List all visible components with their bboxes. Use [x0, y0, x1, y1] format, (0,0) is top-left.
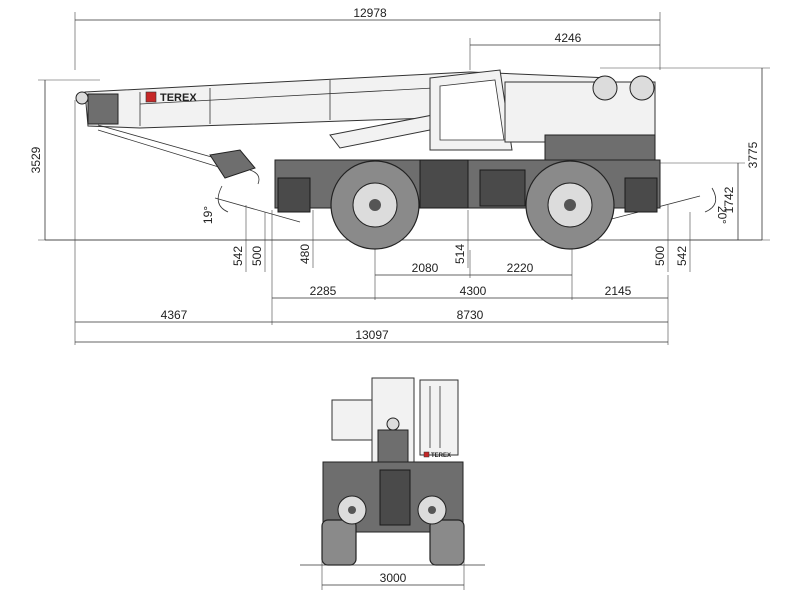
front-outrigger [277, 177, 311, 213]
dimension-labels: 12978 4246 3529 3775 1742 19° 20° 542 50… [29, 6, 760, 342]
terex-logo-icon [145, 91, 157, 103]
front-wheel [330, 160, 420, 250]
dim-rear-542: 542 [675, 246, 689, 266]
dim-front-overhang: 4367 [161, 308, 188, 322]
dim-center-to-axle-rear: 2220 [507, 261, 534, 275]
boom-logo-text: TEREX [160, 92, 197, 104]
rear-wheel [525, 160, 615, 250]
rear-right-wheel [429, 519, 465, 566]
dim-rear-500: 500 [653, 246, 667, 266]
dim-front-500: 500 [250, 246, 264, 266]
rear-logo-text: TEREX [431, 453, 451, 459]
dim-deck-height: 1742 [722, 186, 736, 213]
dim-wheelbase-outrigger: 4300 [460, 284, 487, 298]
crane-side-view: TEREX [75, 69, 661, 250]
dimension-lines [38, 12, 770, 345]
dim-angle-rear: 20° [715, 206, 729, 224]
dim-front-542: 542 [231, 246, 245, 266]
dim-chassis-length: 8730 [457, 308, 484, 322]
rear-outrigger [624, 177, 658, 213]
dim-overall-length-bottom: 13097 [355, 328, 389, 342]
rear-left-wheel [321, 519, 357, 566]
dim-overall-length-top: 12978 [353, 6, 387, 20]
dim-outrigger-front: 2285 [310, 284, 337, 298]
dim-center-514: 514 [453, 244, 467, 264]
rear-terex-logo-icon [423, 451, 430, 458]
dim-angle-front: 19° [201, 206, 215, 224]
dim-track-width: 3000 [380, 571, 407, 585]
crane-rear-view: TEREX 3000 [300, 377, 485, 590]
dim-upper-length: 4246 [555, 31, 582, 45]
dim-height-right: 3775 [746, 141, 760, 168]
dim-axle-front-to-center: 2080 [412, 261, 439, 275]
hook-block [209, 149, 256, 179]
dim-outrigger-rear: 2145 [605, 284, 632, 298]
dim-height-left: 3529 [29, 146, 43, 173]
dim-front-480: 480 [298, 244, 312, 264]
